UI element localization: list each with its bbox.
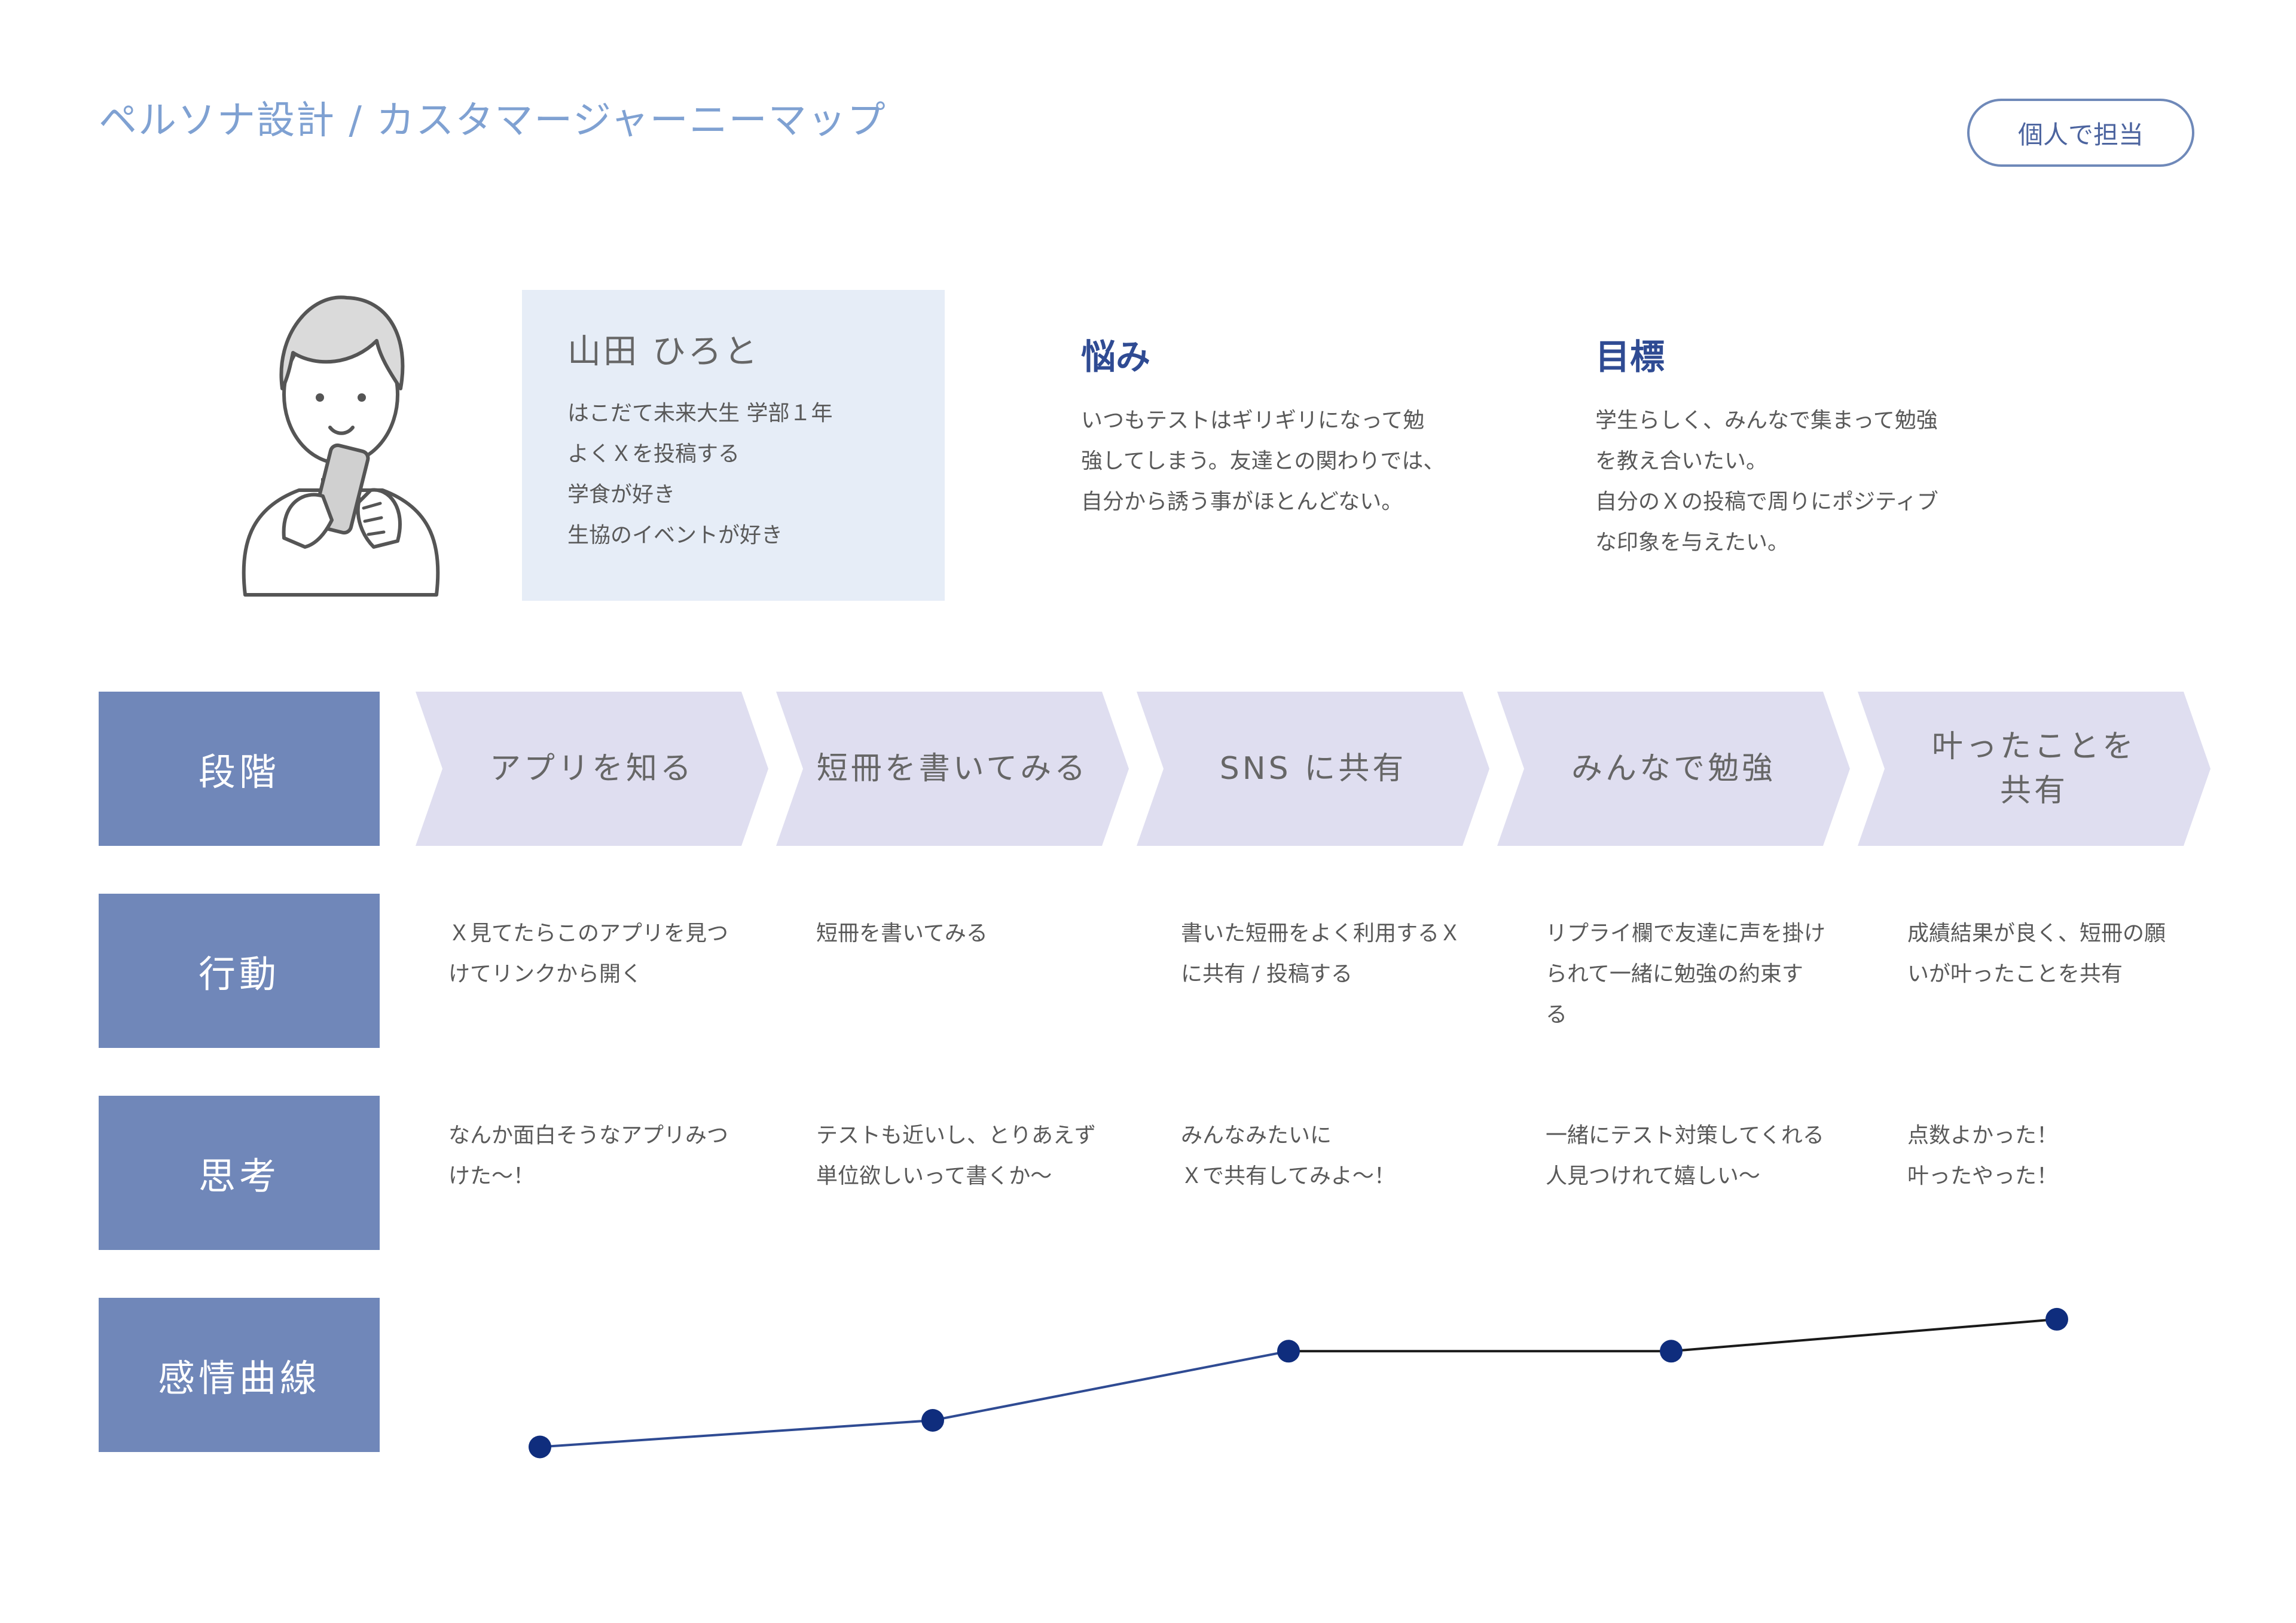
thought-line: 点数よかった！ [1907, 1123, 2059, 1148]
emotion-point [1277, 1340, 1300, 1363]
emotion-point [921, 1409, 944, 1432]
emotion-curve-segment [1671, 1318, 2057, 1353]
persona-name: 山田 ひろと [567, 332, 760, 371]
thought-cell: みんなみたいに Ｘで共有してみよ〜！ [1181, 1115, 1396, 1197]
persona-trait: よくＸを投稿する [567, 442, 740, 466]
persona-trait: 生協のイベントが好き [567, 523, 783, 548]
row-label-thought: 思考 [99, 1096, 380, 1250]
emotion-curve-segment [539, 1419, 933, 1448]
goals-section: 目標 学生らしく、みんなで集まって勉強 を教え合いたい。 自分のＸの投稿で周りに… [1595, 329, 2014, 563]
action-line: いが叶ったことを共有 [1907, 962, 2123, 986]
emotion-point [1660, 1340, 1683, 1363]
emotion-point [529, 1435, 551, 1459]
thought-line: みんなみたいに [1181, 1123, 1332, 1148]
persona-trait: はこだて未来大生 学部１年 [567, 401, 833, 426]
worries-section: 悩み いつもテストはギリギリになって勉 強してしまう。友達との関わりでは、 自分… [1081, 329, 1500, 522]
thought-line: 一緒にテスト対策してくれる [1546, 1123, 1824, 1148]
stage-step: みんなで勉強 [1497, 692, 1850, 846]
page-title: ペルソナ設計 / カスタマージャーニーマップ [99, 99, 887, 143]
action-line: けてリンクから開く [448, 962, 643, 986]
thought-line: 人見つけれて嬉しい〜 [1546, 1164, 1760, 1188]
emotion-point [2045, 1307, 2068, 1331]
goals-title: 目標 [1595, 337, 1665, 377]
thought-line: なんか面白そうなアプリみつ [448, 1123, 729, 1148]
worries-line: 自分から誘う事がほとんどない。 [1081, 490, 1403, 514]
action-line: 短冊を書いてみる [816, 921, 988, 946]
individual-role-badge: 個人で担当 [1967, 99, 2194, 167]
person-with-smartphone-icon [242, 295, 440, 597]
action-line: に共有 / 投稿する [1181, 962, 1353, 986]
action-cell: 短冊を書いてみる [816, 913, 988, 954]
goals-text: 学生らしく、みんなで集まって勉強 を教え合いたい。 自分のＸの投稿で周りにポジテ… [1595, 401, 2014, 563]
goals-line: な印象を与えたい。 [1595, 530, 1790, 555]
action-line: る [1546, 1002, 1568, 1027]
action-cell: リプライ欄で友達に声を掛け られて一緒に勉強の約束す る [1546, 913, 1825, 1035]
action-cell: 書いた短冊をよく利用するＸ に共有 / 投稿する [1181, 913, 1461, 995]
action-line: られて一緒に勉強の約束す [1546, 962, 1803, 986]
stage-name-line: アプリを知る [489, 751, 694, 787]
row-label-stage: 段階 [99, 692, 380, 846]
worries-title: 悩み [1081, 337, 1151, 377]
row-label-emotion: 感情曲線 [99, 1298, 380, 1452]
thought-cell: なんか面白そうなアプリみつ けた〜！ [448, 1115, 728, 1197]
stage-name-line: 叶ったことを [1931, 729, 2136, 765]
stage-name-line: SNS に共有 [1219, 751, 1407, 787]
thought-line: Ｘで共有してみよ〜！ [1181, 1164, 1396, 1188]
action-line: リプライ欄で友達に声を掛け [1546, 921, 1826, 946]
action-line: 書いた短冊をよく利用するＸ [1181, 921, 1461, 946]
action-line: 成績結果が良く、短冊の願 [1907, 921, 2166, 946]
action-line: Ｘ見てたらこのアプリを見つ [448, 921, 729, 946]
emotion-curve-segment [932, 1350, 1289, 1422]
stage-name-line: 共有 [1999, 773, 2068, 809]
stage-step: 叶ったことを 共有 [1858, 692, 2210, 846]
stage-step: SNS に共有 [1137, 692, 1489, 846]
row-label-action: 行動 [99, 894, 380, 1048]
goals-line: 自分のＸの投稿で周りにポジティブ [1595, 490, 1938, 514]
persona-trait: 学食が好き [567, 482, 676, 507]
stage-name-line: 短冊を書いてみる [816, 751, 1089, 787]
worries-line: 強してしまう。友達との関わりでは、 [1081, 449, 1445, 473]
stage-step: アプリを知る [416, 692, 768, 846]
thought-line: けた〜！ [448, 1164, 535, 1188]
stage-step: 短冊を書いてみる [776, 692, 1129, 846]
persona-profile-card: 山田 ひろと はこだて未来大生 学部１年 よくＸを投稿する 学食が好き 生協のイ… [522, 290, 945, 601]
thought-line: 叶ったやった！ [1907, 1164, 2059, 1188]
worries-line: いつもテストはギリギリになって勉 [1081, 408, 1425, 433]
thought-cell: 点数よかった！ 叶ったやった！ [1907, 1115, 2058, 1197]
action-cell: 成績結果が良く、短冊の願 いが叶ったことを共有 [1907, 913, 2166, 995]
thought-cell: テストも近いし、とりあえず 単位欲しいって書くか〜 [816, 1115, 1096, 1197]
worries-text: いつもテストはギリギリになって勉 強してしまう。友達との関わりでは、 自分から誘… [1081, 401, 1500, 522]
thought-line: 単位欲しいって書くか〜 [816, 1164, 1052, 1188]
stage-name-line: みんなで勉強 [1571, 751, 1776, 787]
thought-cell: 一緒にテスト対策してくれる 人見つけれて嬉しい〜 [1546, 1115, 1824, 1197]
goals-line: 学生らしく、みんなで集まって勉強 [1595, 408, 1938, 433]
action-cell: Ｘ見てたらこのアプリを見つ けてリンクから開く [448, 913, 728, 995]
persona-traits: はこだて未来大生 学部１年 よくＸを投稿する 学食が好き 生協のイベントが好き [567, 393, 945, 556]
thought-line: テストも近いし、とりあえず [816, 1123, 1097, 1148]
goals-line: を教え合いたい。 [1595, 449, 1768, 473]
